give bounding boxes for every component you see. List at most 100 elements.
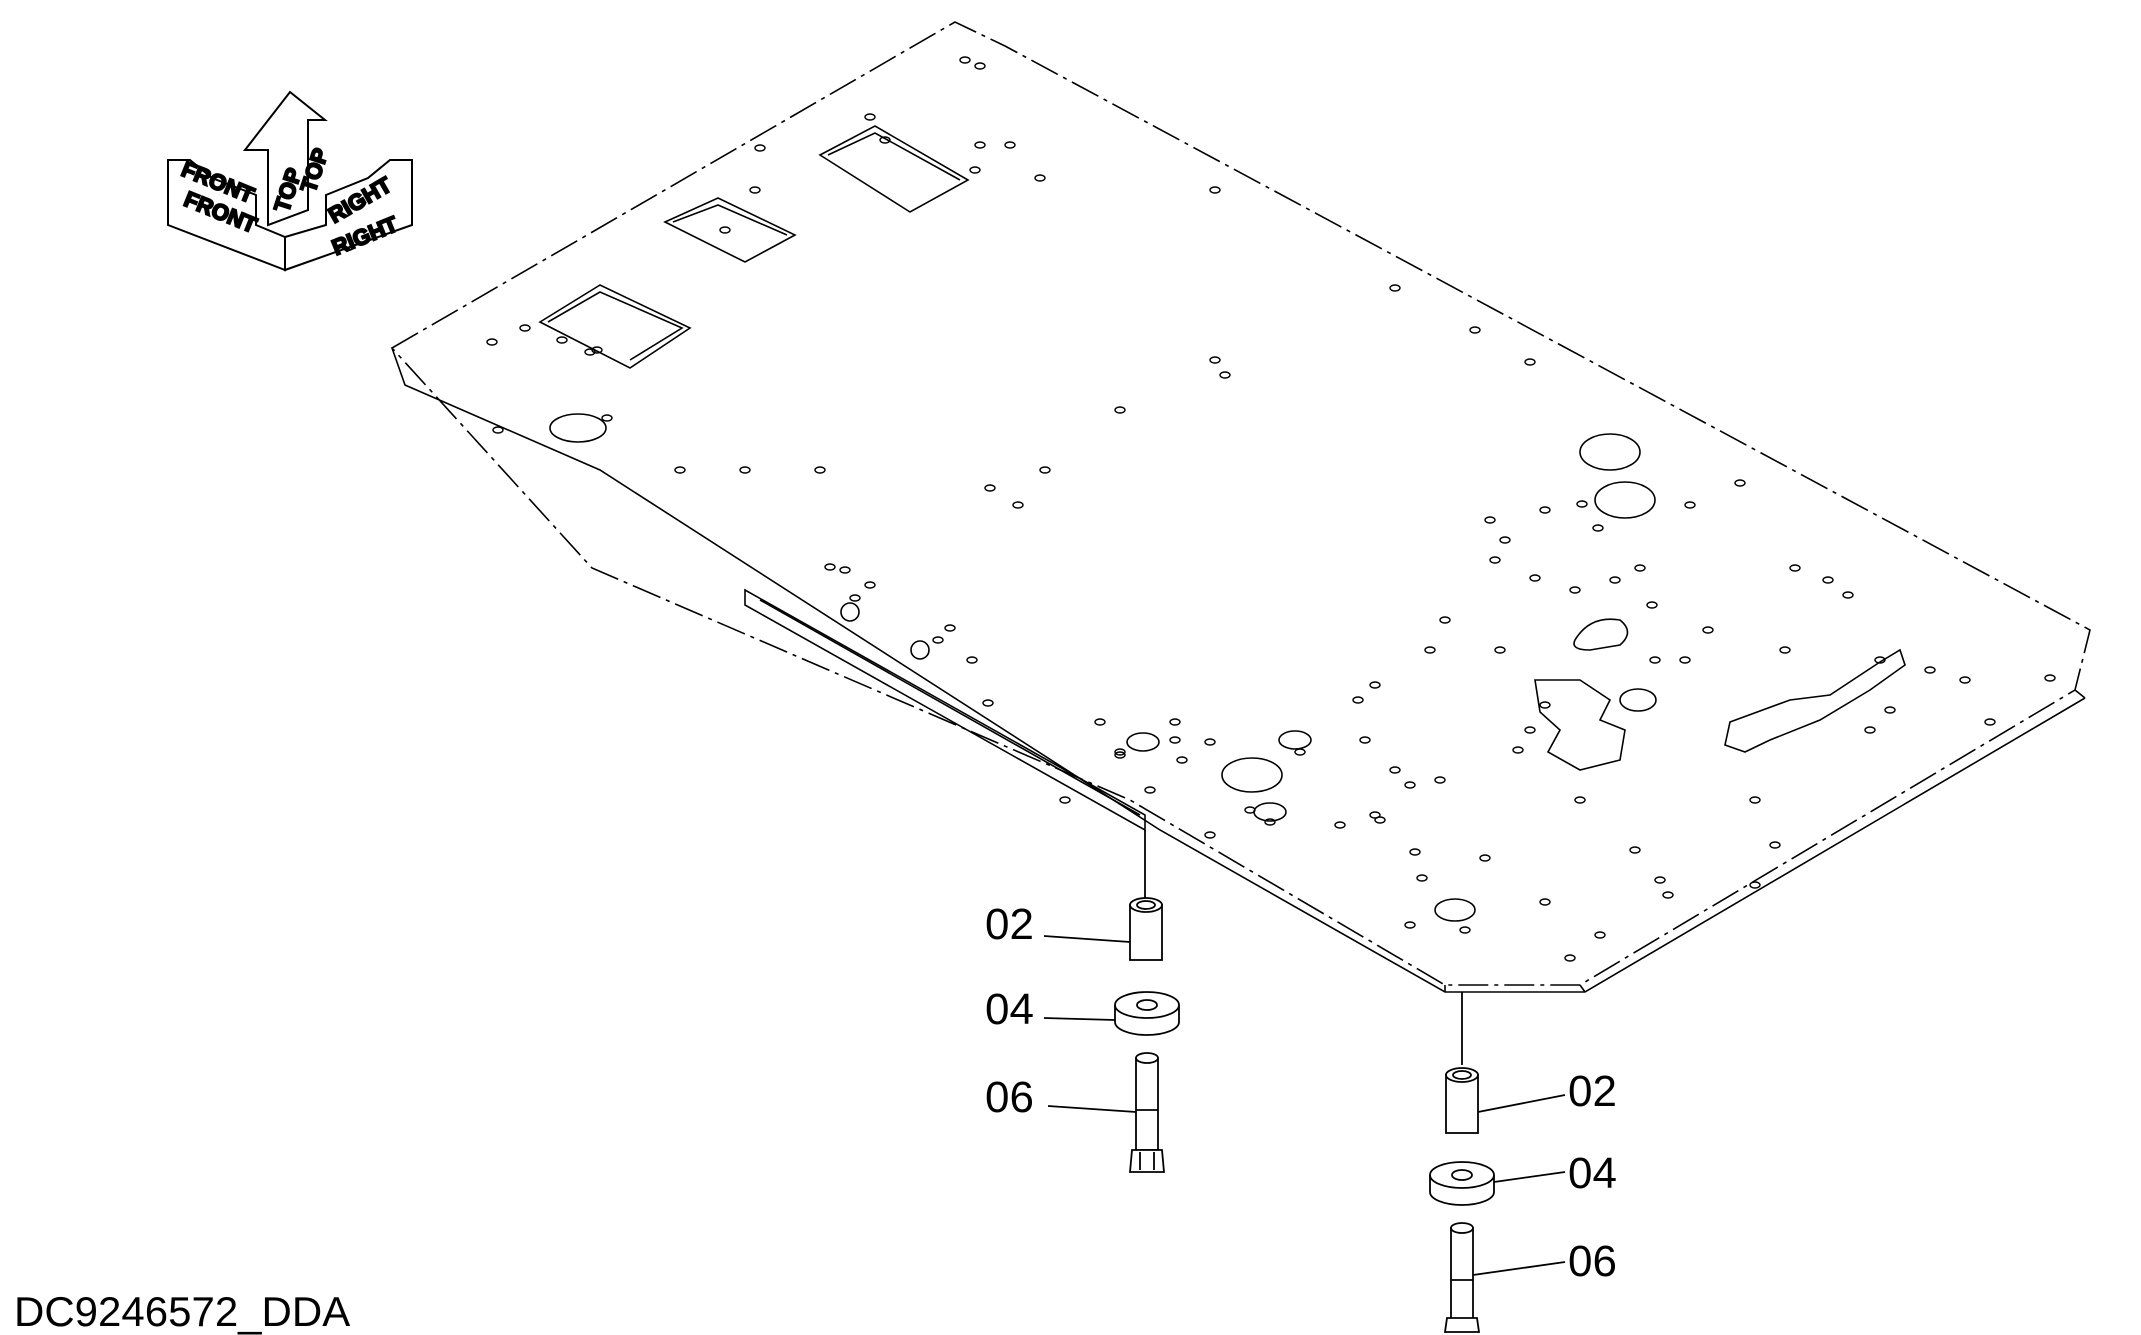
washer-left (1114, 991, 1180, 1036)
orientation-indicator: FRONT FRONT TOP TOP RIGHT RIGHT (167, 90, 413, 272)
callout-right-06: 06 (1568, 1237, 1617, 1286)
leader-right-04 (1493, 1171, 1566, 1183)
small-hole (984, 484, 996, 492)
small-hole (1424, 646, 1436, 654)
small-hole (1749, 881, 1761, 889)
small-hole (1646, 601, 1658, 609)
small-hole (1649, 656, 1661, 664)
front-arrow-icon (167, 159, 286, 272)
small-hole (1609, 576, 1621, 584)
small-hole (1512, 746, 1524, 754)
small-hole (1769, 841, 1781, 849)
callout-left-04: 04 (985, 985, 1034, 1034)
small-hole (1369, 811, 1381, 819)
small-hole (1779, 646, 1791, 654)
washer-right (1429, 1161, 1495, 1206)
small-hole (601, 414, 613, 422)
small-hole (2044, 674, 2056, 682)
small-hole (1469, 326, 1481, 334)
small-hole (1679, 656, 1691, 664)
slot-cutout-2 (1534, 679, 1626, 771)
small-hole (824, 563, 836, 571)
small-hole (1459, 926, 1471, 934)
small-hole (749, 186, 761, 194)
small-hole (1884, 706, 1896, 714)
small-hole (932, 636, 944, 644)
small-hole (982, 699, 994, 707)
small-hole (1489, 556, 1501, 564)
small-hole (1004, 141, 1016, 149)
small-hole (1594, 931, 1606, 939)
hardware-stack-left (1043, 830, 1180, 1173)
small-hole (1059, 796, 1071, 804)
plate-bolt-2 (910, 640, 930, 660)
small-hole (1012, 501, 1024, 509)
small-hole (864, 113, 876, 121)
small-hole (584, 348, 596, 356)
small-hole (1114, 751, 1126, 759)
callout-left-02: 02 (985, 900, 1034, 949)
plate-bolt-1 (840, 602, 860, 622)
small-hole (1374, 816, 1386, 824)
small-hole (1959, 676, 1971, 684)
small-hole (1629, 846, 1641, 854)
document-id: DC9246572_DDA (14, 1288, 350, 1335)
small-hole (1842, 591, 1854, 599)
small-hole (519, 324, 531, 332)
slot-cutout-3 (1724, 648, 1906, 753)
hole-large-2 (1579, 433, 1641, 471)
top-arrow-icon (242, 90, 328, 227)
small-hole (1524, 726, 1536, 734)
small-hole (1404, 781, 1416, 789)
small-hole (1389, 284, 1401, 292)
small-hole (1114, 748, 1126, 756)
small-hole (1294, 748, 1306, 756)
bolt-left (1129, 1052, 1165, 1173)
small-hole (1479, 854, 1491, 862)
small-hole (1114, 406, 1126, 414)
small-hole (1169, 736, 1181, 744)
small-hole (1539, 701, 1551, 709)
small-hole (1984, 718, 1996, 726)
small-hole (1749, 796, 1761, 804)
plate-top-face (390, 21, 2091, 986)
small-hole (1924, 666, 1936, 674)
small-hole (1864, 726, 1876, 734)
small-hole (1539, 898, 1551, 906)
top-label-right: TOP (296, 145, 334, 195)
leader-left-04 (1043, 1017, 1116, 1021)
hole-medium-5 (1619, 688, 1657, 712)
small-hole (1592, 524, 1604, 532)
small-hole (1654, 876, 1666, 884)
spacer-left (1129, 897, 1163, 961)
small-hole (1389, 766, 1401, 774)
floor-plate (390, 21, 2091, 993)
small-hole (1144, 786, 1156, 794)
leader-right-06 (1472, 1261, 1566, 1276)
small-hole (719, 226, 731, 234)
hole-medium-2 (1278, 730, 1312, 750)
small-hole (1789, 564, 1801, 572)
small-hole (1439, 616, 1451, 624)
callout-right-04: 04 (1568, 1149, 1617, 1198)
small-hole (1499, 536, 1511, 544)
bolt-right (1443, 1222, 1481, 1333)
cutout-2 (663, 197, 797, 263)
small-hole (966, 656, 978, 664)
hole-large-1 (549, 413, 607, 443)
cutout-2-inner (672, 204, 788, 236)
slot-cutout-1 (1573, 618, 1629, 651)
small-hole (814, 466, 826, 474)
small-hole (1569, 586, 1581, 594)
leader-left-06 (1047, 1105, 1137, 1113)
small-hole (1264, 818, 1276, 826)
small-hole (1684, 501, 1696, 509)
small-hole (1369, 681, 1381, 689)
small-hole (849, 594, 861, 602)
small-hole (969, 166, 981, 174)
small-hole (1039, 466, 1051, 474)
small-hole (1409, 848, 1421, 856)
small-hole (1416, 874, 1428, 882)
small-hole (1094, 718, 1106, 726)
